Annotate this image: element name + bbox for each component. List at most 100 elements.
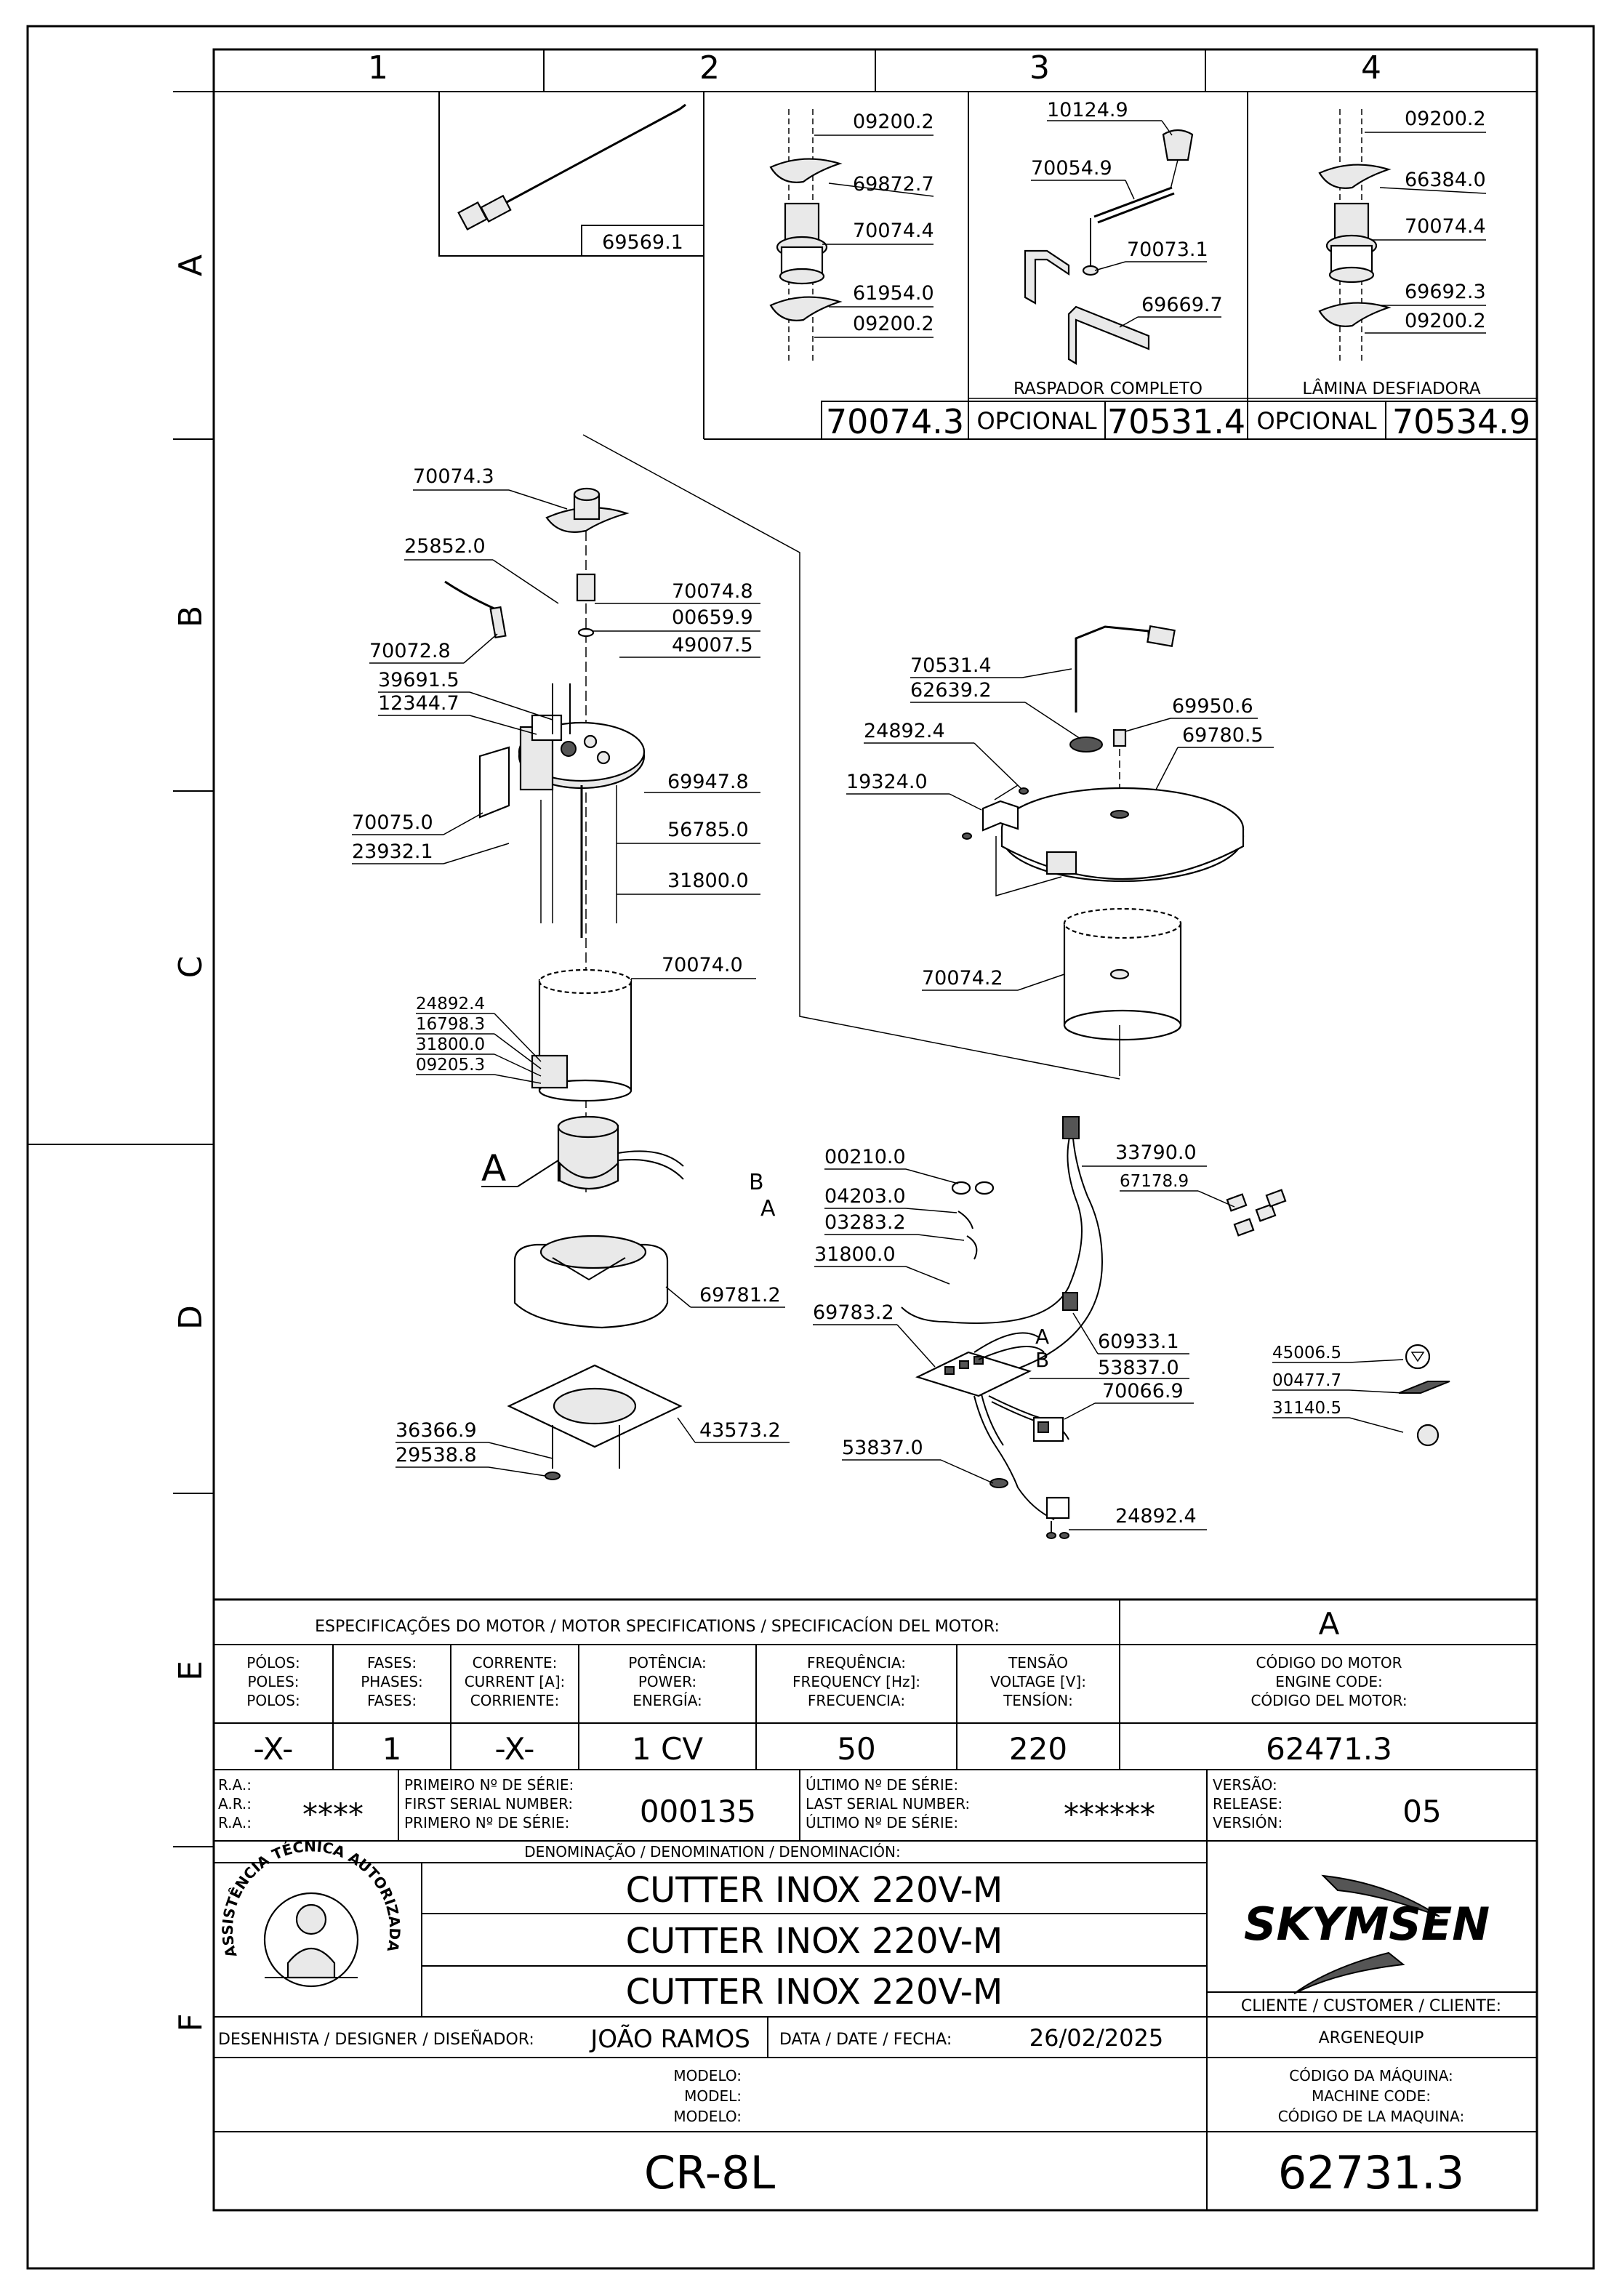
label-70531-4: 70531.4 xyxy=(910,654,992,677)
kit-c-label-3: 69692.3 xyxy=(1405,281,1486,303)
model-value: CR-8L xyxy=(644,2146,776,2199)
grid-labels: 1 2 3 4 A B C D E F xyxy=(172,49,1381,2032)
spec-head-poles-1: POLES: xyxy=(247,1673,299,1690)
label-70075-0: 70075.0 xyxy=(352,811,433,834)
client-value: ARGENEQUIP xyxy=(1319,2029,1424,2047)
rod-part: 69569.1 xyxy=(457,103,686,254)
grid-row-c: C xyxy=(172,956,209,979)
grid-col-2: 2 xyxy=(699,49,720,87)
last-serial-label-2: ÚLTIMO Nº DE SÉRIE: xyxy=(806,1814,958,1831)
label-56785-0: 56785.0 xyxy=(667,819,749,841)
authorized-service-seal: ASSISTÊNCIA TÉCNICA AUTORIZADA xyxy=(219,1837,404,1988)
grid-row-b: B xyxy=(172,606,209,627)
label-69780-5: 69780.5 xyxy=(1182,724,1264,747)
label-31800-0-a: 31800.0 xyxy=(667,870,749,892)
label-31800-0-b: 31800.0 xyxy=(416,1035,485,1054)
spec-head-voltage-0: TENSÃO xyxy=(1008,1654,1068,1671)
last-serial-value: ****** xyxy=(1064,1797,1155,1832)
version-label-1: RELEASE: xyxy=(1213,1795,1282,1813)
spec-header-frequency: FREQUÊNCIA: FREQUENCY [Hz]: FRECUENCIA: xyxy=(792,1654,920,1709)
denomination-es: CUTTER INOX 220V-M xyxy=(626,1972,1003,2012)
label-31800-0-c: 31800.0 xyxy=(814,1243,896,1266)
last-serial-label-0: ÚLTIMO Nº DE SÉRIE: xyxy=(806,1776,958,1794)
label-00659-9: 00659.9 xyxy=(672,606,753,629)
motor-spec-header: ESPECIFICAÇÕES DO MOTOR / MOTOR SPECIFIC… xyxy=(315,1616,1000,1636)
kit-c-label-1: 66384.0 xyxy=(1405,169,1486,191)
label-31140-5: 31140.5 xyxy=(1272,1399,1341,1418)
spec-head-phases-2: FASES: xyxy=(367,1692,417,1709)
label-69947-8: 69947.8 xyxy=(667,771,749,793)
label-19324-0: 19324.0 xyxy=(846,771,928,793)
kit-b-label-3: 69669.7 xyxy=(1141,294,1223,316)
grid-row-a: A xyxy=(172,254,209,276)
spec-head-voltage-2: TENSÍON: xyxy=(1003,1692,1073,1709)
label-70074-0: 70074.0 xyxy=(662,954,743,976)
kit-a-label-3: 61954.0 xyxy=(853,282,934,305)
label-60933-1: 60933.1 xyxy=(1098,1330,1179,1353)
grid-col-1: 1 xyxy=(368,49,388,87)
denomination-en: CUTTER INOX 220V-M xyxy=(626,1921,1003,1962)
ra-label-2: R.A.: xyxy=(218,1814,252,1831)
brand-decal-icon xyxy=(1398,1381,1450,1394)
lid-assembly-right xyxy=(962,625,1245,1076)
grid-col-3: 3 xyxy=(1029,49,1050,87)
spec-head-current-0: CORRENTE: xyxy=(473,1654,558,1671)
main-assembly-labels: 70074.3 25852.0 70074.8 00659.9 70072.8 … xyxy=(352,465,790,1477)
spec-head-poles-0: PÓLOS: xyxy=(246,1654,300,1671)
spec-head-voltage-1: VOLTAGE [V]: xyxy=(990,1673,1086,1690)
grid-row-d: D xyxy=(172,1305,209,1330)
label-53837-0-b: 53837.0 xyxy=(842,1437,923,1459)
grid-col-4: 4 xyxy=(1361,49,1381,87)
date-value: 26/02/2025 xyxy=(1029,2024,1163,2052)
electrical-labels: 00210.0 33790.0 04203.0 67178.9 03283.2 … xyxy=(813,1141,1235,1530)
label-24892-4-b: 24892.4 xyxy=(864,720,945,742)
spec-value-frequency: 50 xyxy=(837,1731,875,1767)
ra-label-1: A.R.: xyxy=(218,1795,252,1813)
top-kit-boxes xyxy=(438,92,1538,440)
spec-head-power-2: ENERGÍA: xyxy=(633,1692,702,1709)
version-label-0: VERSÃO: xyxy=(1213,1776,1277,1794)
label-70074-3: 70074.3 xyxy=(413,465,494,488)
label-70072-8: 70072.8 xyxy=(369,640,451,662)
label-23932-1: 23932.1 xyxy=(352,840,433,863)
label-00477-7: 00477.7 xyxy=(1272,1371,1341,1390)
label-69781-2: 69781.2 xyxy=(699,1284,781,1306)
label-24892-4-a: 24892.4 xyxy=(416,995,485,1013)
grid-row-e: E xyxy=(172,1661,209,1681)
designer-value: JOÃO RAMOS xyxy=(589,2025,750,2054)
spec-head-frequency-2: FRECUENCIA: xyxy=(808,1692,905,1709)
label-24892-4-c: 24892.4 xyxy=(1115,1505,1197,1528)
motor-wire-b: B xyxy=(749,1170,764,1195)
spec-head-phases-1: PHASES: xyxy=(361,1673,423,1690)
spec-header-power: POTÊNCIA: POWER: ENERGÍA: xyxy=(628,1654,707,1709)
kit-b-option: OPCIONAL xyxy=(976,407,1096,435)
label-33790-0: 33790.0 xyxy=(1115,1141,1197,1164)
designer-label: DESENHISTA / DESIGNER / DISEÑADOR: xyxy=(218,2029,534,2049)
machine-code-label-2: CÓDIGO DE LA MAQUINA: xyxy=(1278,2108,1465,2125)
motor-spec-ref: A xyxy=(1319,1606,1340,1642)
label-36366-9: 36366.9 xyxy=(396,1419,477,1442)
date-label: DATA / DATE / FECHA: xyxy=(779,2031,952,2049)
skymsen-logo: SKYMSEN xyxy=(1244,1874,1490,1994)
brand-name: SKYMSEN xyxy=(1244,1898,1490,1951)
denomination-pt: CUTTER INOX 220V-M xyxy=(626,1870,1003,1911)
label-70074-8: 70074.8 xyxy=(672,580,753,603)
spec-head-frequency-1: FREQUENCY [Hz]: xyxy=(792,1673,920,1690)
rod-code: 69569.1 xyxy=(602,231,683,254)
elec-wire-a: A xyxy=(1035,1325,1049,1349)
spec-head-current-1: CURRENT [A]: xyxy=(465,1673,566,1690)
kit-c-code: 70534.9 xyxy=(1392,402,1530,441)
first-serial-label-1: FIRST SERIAL NUMBER: xyxy=(404,1795,573,1813)
motor-wire-a: A xyxy=(760,1196,776,1221)
machine-code-label-0: CÓDIGO DA MÁQUINA: xyxy=(1289,2067,1453,2084)
spec-head-power-1: POWER: xyxy=(638,1673,696,1690)
label-00210-0: 00210.0 xyxy=(824,1146,906,1168)
label-43573-2: 43573.2 xyxy=(699,1419,781,1442)
first-serial-label-2: PRIMERO Nº DE SÉRIE: xyxy=(404,1814,569,1831)
label-25852-0: 25852.0 xyxy=(404,535,486,558)
kit-b-label-2: 70073.1 xyxy=(1127,238,1208,261)
kit-a-label-0: 09200.2 xyxy=(853,111,934,133)
spec-value-voltage: 220 xyxy=(1009,1731,1067,1767)
title-block: ESPECIFICAÇÕES DO MOTOR / MOTOR SPECIFIC… xyxy=(214,1598,1537,2210)
spec-value-power: 1 CV xyxy=(632,1731,703,1767)
